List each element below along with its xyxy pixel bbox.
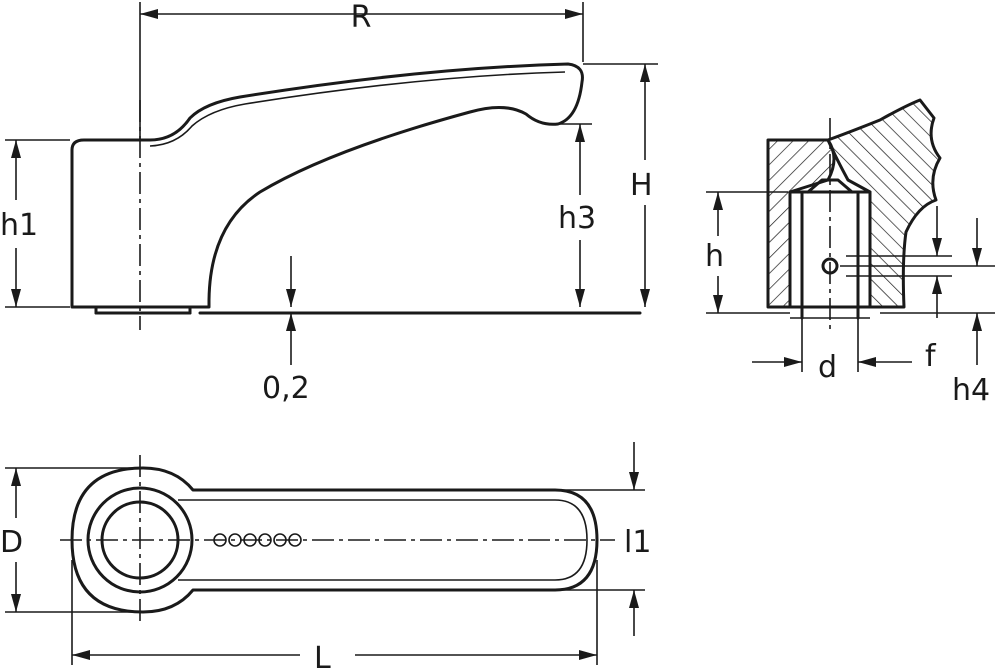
- label-D: D: [0, 525, 23, 560]
- lever-top-inner-edge: [178, 499, 588, 581]
- label-H: H: [630, 168, 653, 203]
- side-view: R h1 H h3 0,2: [0, 0, 658, 406]
- cross-hole: [821, 257, 839, 275]
- label-h4: h4: [952, 373, 990, 408]
- bore-cone-top: [806, 178, 854, 194]
- section-hatch-right: [826, 98, 942, 309]
- label-R: R: [351, 0, 372, 35]
- label-gap: 0,2: [262, 371, 310, 406]
- label-l1: l1: [624, 525, 651, 560]
- lever-top-edge-inner: [149, 71, 566, 147]
- label-f: f: [925, 339, 937, 374]
- label-L: L: [314, 641, 331, 670]
- top-view: D l1 L: [0, 442, 651, 670]
- label-d: d: [818, 350, 837, 385]
- label-h: h: [705, 239, 724, 274]
- section-view: h f h4 d: [705, 98, 995, 408]
- label-h3: h3: [558, 201, 596, 236]
- lever-top-outline: [70, 466, 599, 614]
- label-h1: h1: [0, 208, 38, 243]
- lever-body-outline: [70, 62, 584, 309]
